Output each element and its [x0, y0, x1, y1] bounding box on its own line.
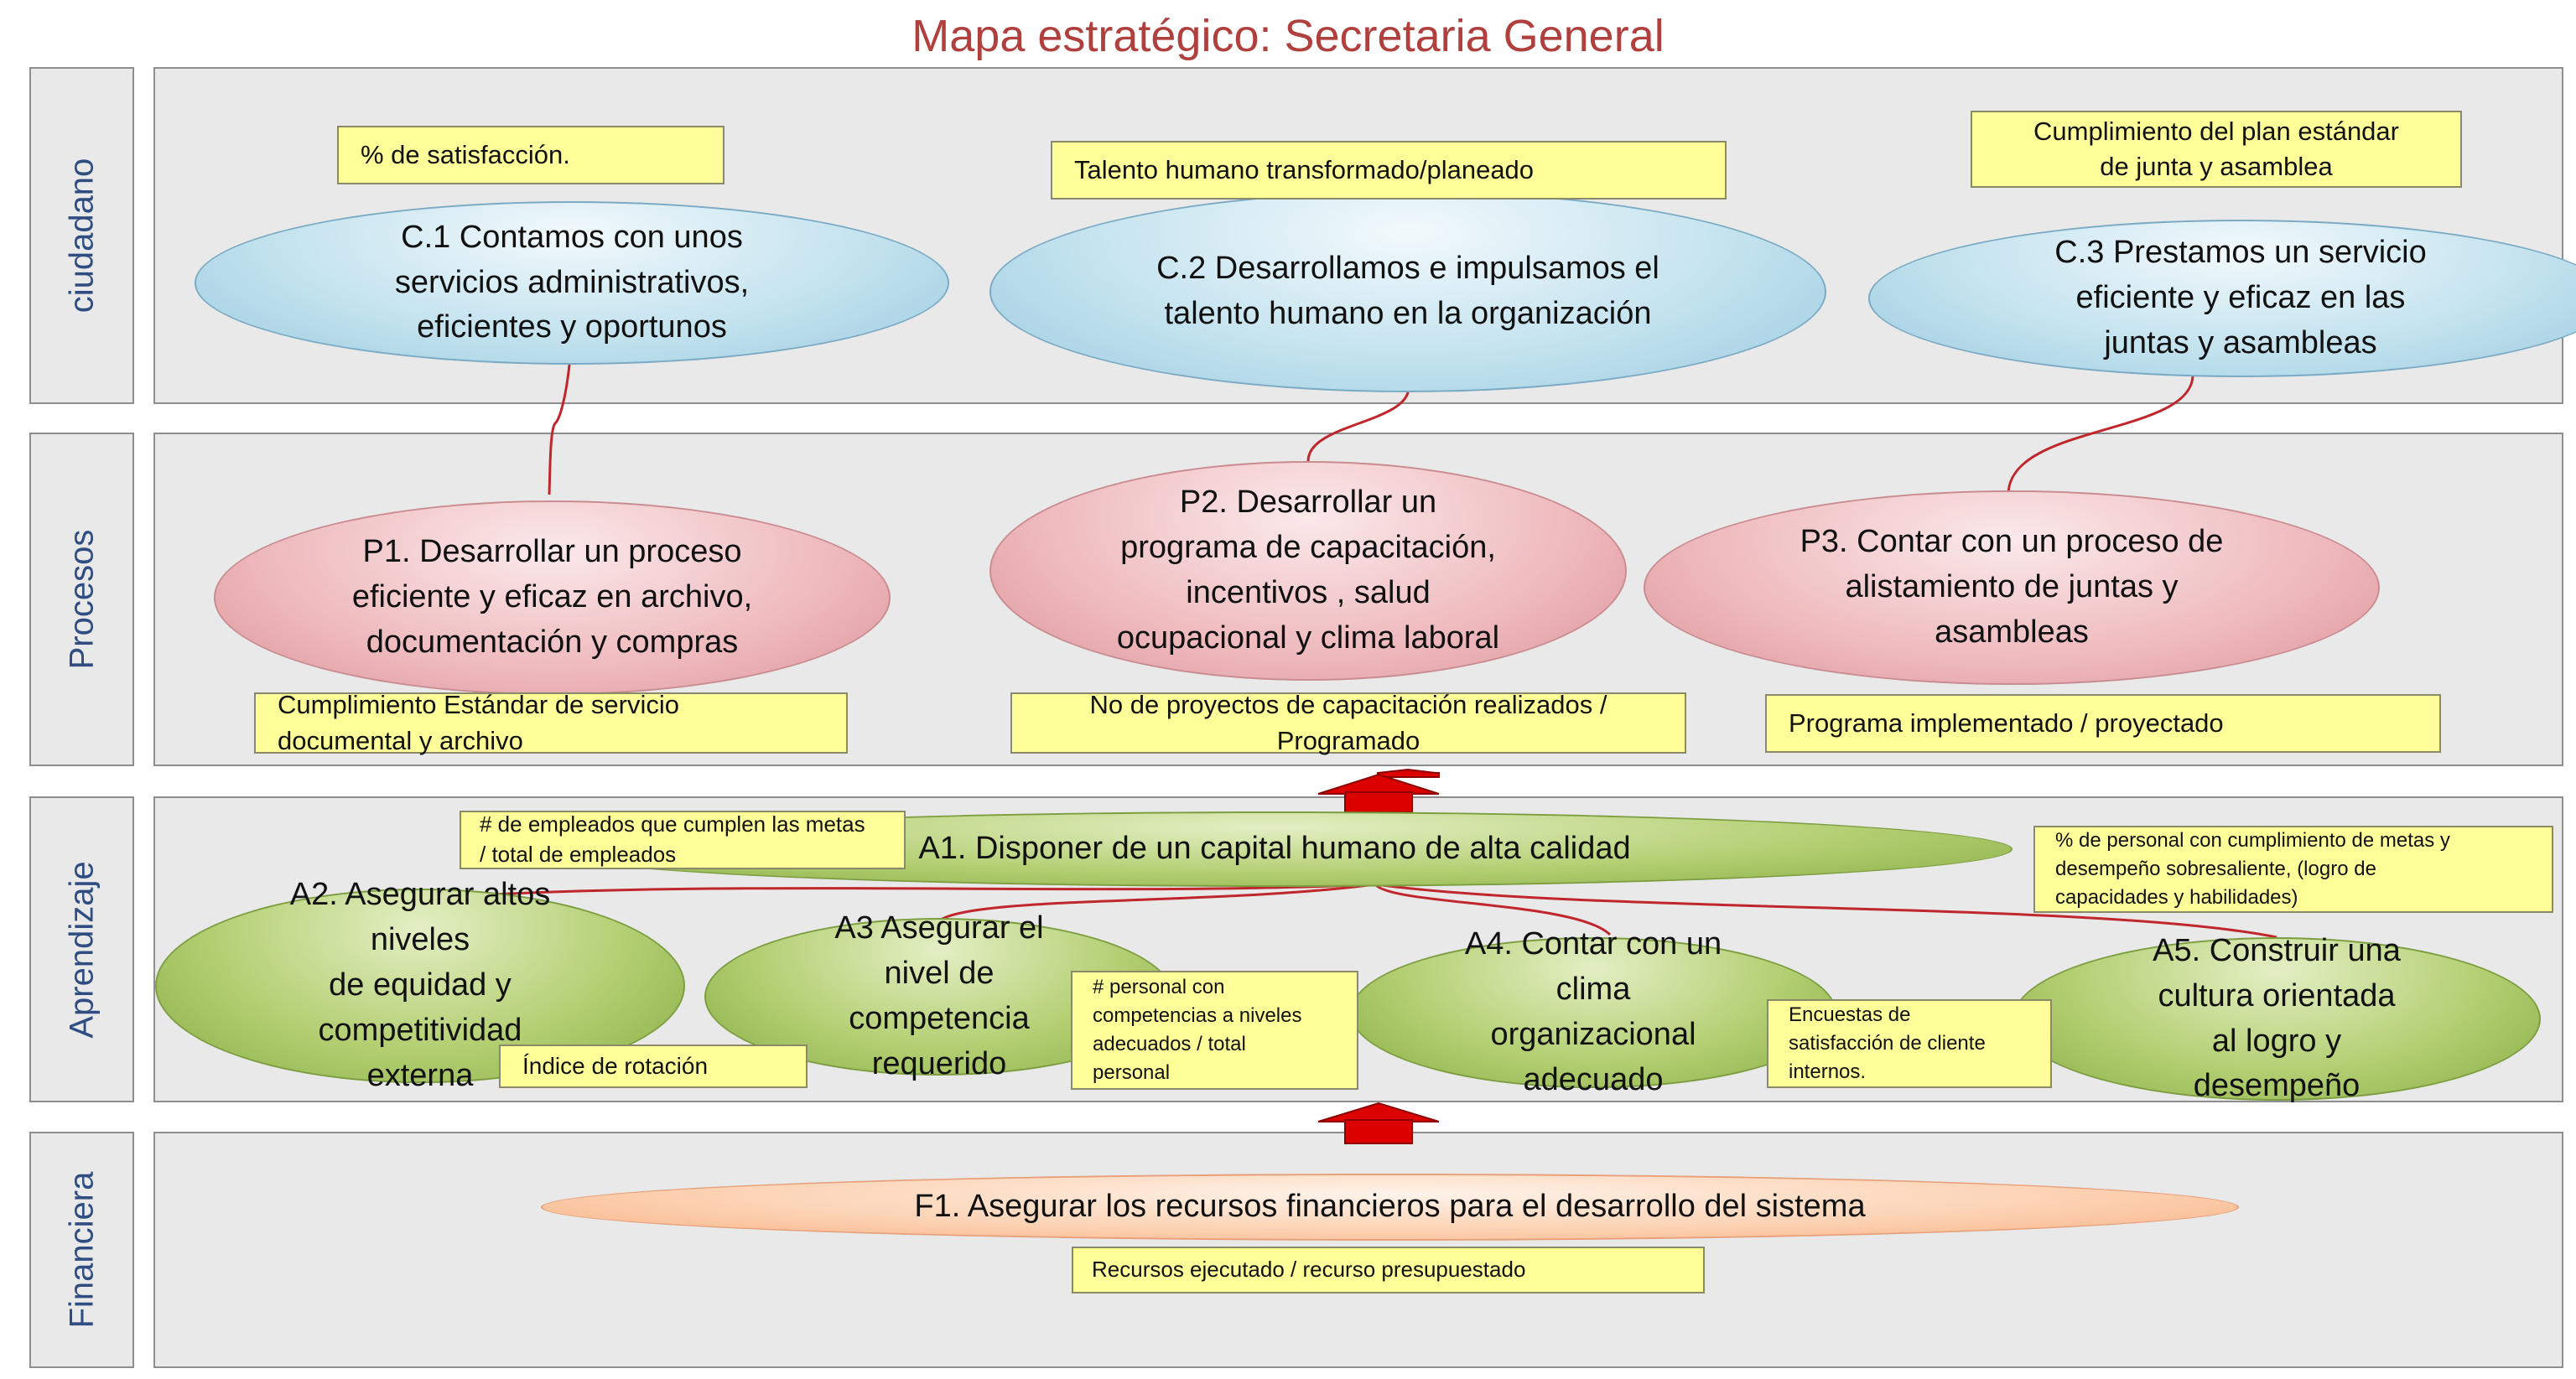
objective-p3: P3. Contar con un proceso de alistamient…: [1644, 490, 2380, 685]
link-a1-a5: [1374, 883, 2277, 939]
objective-c2: C.2 Desarrollamos e impulsamos el talent…: [989, 191, 1826, 392]
indicator-p1: Cumplimiento Estándar de servicio docume…: [254, 690, 848, 755]
indicator-c3: Cumplimiento del plan estándar de junta …: [1971, 111, 2462, 188]
up-arrow-icon: [1344, 791, 1413, 813]
indicator-a4: Encuestas de satisfacción de cliente int…: [1767, 999, 2052, 1088]
indicator-p3: Programa implementado / proyectado: [1765, 694, 2441, 753]
perspective-aprendizaje: Aprendizaje: [29, 796, 134, 1102]
up-arrow-icon: [1317, 1102, 1440, 1122]
indicator-p2: No de proyectos de capacitación realizad…: [1010, 690, 1686, 755]
link-c3-p3: [2007, 374, 2194, 495]
objective-a4: A4. Contar con un clima organizacional a…: [1350, 926, 1836, 1097]
objective-c1: C.1 Contamos con unos servicios administ…: [195, 201, 949, 365]
up-arrow-icon: [1344, 1119, 1413, 1144]
indicator-a2: Índice de rotación: [499, 1045, 808, 1088]
up-arrow-icon: [1377, 768, 1440, 778]
indicator-c2: Talento humano transformado/planeado: [1051, 141, 1727, 200]
indicator-a3: # personal con competencias a niveles ad…: [1071, 971, 1358, 1090]
objective-f1: F1. Asegurar los recursos financieros pa…: [541, 1174, 2239, 1241]
objective-a5: A5. Construir una cultura orientada al l…: [2012, 933, 2541, 1103]
link-a1-a2: [444, 883, 1376, 899]
objective-p1: P1. Desarrollar un proceso eficiente y e…: [214, 500, 891, 695]
indicator-a5: % de personal con cumplimiento de metas …: [2033, 826, 2553, 913]
objective-c3: C.3 Prestamos un servicio eficiente y ef…: [1868, 220, 2576, 377]
link-c1-p1: [548, 355, 572, 495]
perspective-procesos: Procesos: [29, 433, 134, 766]
perspective-ciudadano: ciudadano: [29, 67, 134, 404]
objective-a2: A2. Asegurar altos niveles de equidad y …: [155, 877, 685, 1093]
objective-p2: P2. Desarrollar un programa de capacitac…: [989, 461, 1627, 681]
link-c2-p2: [1306, 386, 1410, 462]
indicator-f1: Recursos ejecutado / recurso presupuesta…: [1072, 1247, 1705, 1293]
diagram-title: Mapa estratégico: Secretaria General: [911, 11, 1665, 61]
indicator-a1: # de empleados que cumplen las metas / t…: [460, 811, 906, 869]
perspective-financiera: Financiera: [29, 1132, 134, 1368]
indicator-c1: % de satisfacción.: [337, 126, 724, 184]
